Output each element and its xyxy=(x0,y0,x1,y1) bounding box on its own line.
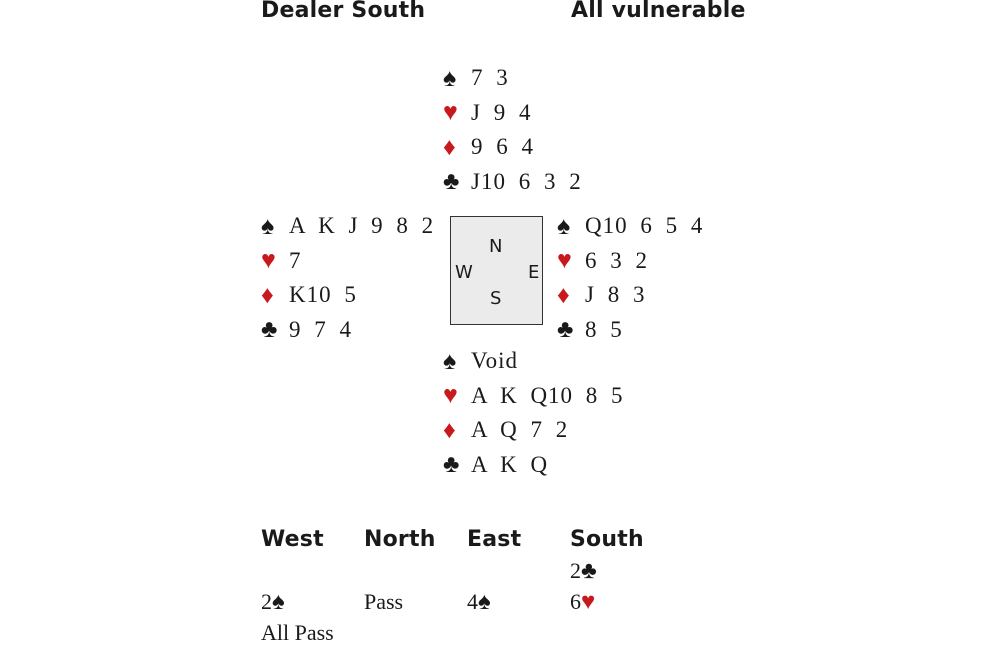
vulnerability-label: All vulnerable xyxy=(571,0,746,23)
spade-icon: ♠ xyxy=(261,212,275,240)
compass-west: W xyxy=(455,262,473,283)
auction-call: All Pass xyxy=(261,620,334,646)
call-text: Pass xyxy=(364,589,404,614)
east-clubs-row: ♣ 8 5 xyxy=(557,313,703,348)
call-text: 6 xyxy=(570,589,581,614)
dealer-label: Dealer South xyxy=(261,0,426,23)
south-hearts-row: ♥ A K Q10 8 5 xyxy=(443,379,624,414)
compass-east: E xyxy=(528,262,540,283)
east-clubs-cards: 8 5 xyxy=(585,316,623,342)
north-hearts-cards: J 9 4 xyxy=(471,99,532,125)
call-text: 2 xyxy=(261,589,272,614)
spade-icon: ♠ xyxy=(443,347,457,375)
north-hearts-row: ♥ J 9 4 xyxy=(443,96,582,131)
north-diamonds-cards: 9 6 4 xyxy=(471,134,534,160)
south-diamonds-row: ♦ A Q 7 2 xyxy=(443,413,624,448)
club-icon: ♣ xyxy=(581,558,597,584)
heart-icon: ♥ xyxy=(443,382,458,410)
south-clubs-row: ♣ A K Q xyxy=(443,448,624,483)
diamond-icon: ♦ xyxy=(557,281,570,309)
west-spades-row: ♠ A K J 9 8 2 xyxy=(261,209,434,244)
club-icon: ♣ xyxy=(557,316,574,344)
diamond-icon: ♦ xyxy=(443,133,456,161)
call-text: 4 xyxy=(467,589,478,614)
spade-icon: ♠ xyxy=(272,589,285,615)
south-clubs-cards: A K Q xyxy=(471,451,549,477)
heart-icon: ♥ xyxy=(557,247,572,275)
east-hearts-row: ♥ 6 3 2 xyxy=(557,244,703,279)
north-clubs-cards: J10 6 3 2 xyxy=(471,168,582,194)
club-icon: ♣ xyxy=(261,316,278,344)
heart-icon: ♥ xyxy=(261,247,276,275)
north-spades-row: ♠ 7 3 xyxy=(443,61,582,96)
compass-south: S xyxy=(490,288,502,309)
club-icon: ♣ xyxy=(443,451,460,479)
west-hearts-row: ♥7 xyxy=(261,244,434,279)
south-hand: ♠ Void ♥ A K Q10 8 5 ♦ A Q 7 2 ♣ A K Q xyxy=(443,344,624,482)
east-spades-row: ♠ Q10 6 5 4 xyxy=(557,209,703,244)
auction-header-east: East xyxy=(467,527,522,552)
compass-north: N xyxy=(489,236,503,257)
heart-icon: ♥ xyxy=(443,99,458,127)
west-clubs-cards: 9 7 4 xyxy=(289,316,352,342)
heart-icon: ♥ xyxy=(581,589,596,615)
auction-call: 6♥ xyxy=(570,589,595,616)
west-hearts-cards: 7 xyxy=(289,247,302,273)
west-hand: ♠A K J 9 8 2♥7♦K10 5♣9 7 4 xyxy=(261,209,434,347)
auction-header-north: North xyxy=(364,527,436,552)
north-clubs-row: ♣ J10 6 3 2 xyxy=(443,165,582,200)
auction-call: Pass xyxy=(364,589,403,615)
spade-icon: ♠ xyxy=(478,589,491,615)
east-hearts-cards: 6 3 2 xyxy=(585,247,648,273)
call-text: 2 xyxy=(570,558,581,583)
compass-box: N W E S xyxy=(450,216,543,325)
west-clubs-row: ♣ 9 7 4 xyxy=(261,313,434,348)
diamond-icon: ♦ xyxy=(443,416,456,444)
north-hand: ♠ 7 3 ♥ J 9 4 ♦ 9 6 4 ♣ J10 6 3 2 xyxy=(443,61,582,199)
east-diamonds-cards: J 8 3 xyxy=(585,282,646,308)
spade-icon: ♠ xyxy=(557,212,571,240)
diamond-icon: ♦ xyxy=(261,281,274,309)
south-spades-row: ♠ Void xyxy=(443,344,624,379)
auction-call: 2♠ xyxy=(261,589,285,616)
north-diamonds-row: ♦ 9 6 4 xyxy=(443,130,582,165)
auction-call: 2♣ xyxy=(570,558,597,585)
east-diamonds-row: ♦ J 8 3 xyxy=(557,278,703,313)
auction-header-west: West xyxy=(261,527,324,552)
west-diamonds-cards: K10 5 xyxy=(289,282,357,308)
spade-icon: ♠ xyxy=(443,64,457,92)
west-diamonds-row: ♦ K10 5 xyxy=(261,278,434,313)
north-spades-cards: 7 3 xyxy=(471,65,509,91)
auction-header-south: South xyxy=(570,527,644,552)
south-spades-cards: Void xyxy=(471,348,519,374)
south-hearts-cards: A K Q10 8 5 xyxy=(471,382,624,408)
east-spades-cards: Q10 6 5 4 xyxy=(585,213,704,239)
club-icon: ♣ xyxy=(443,168,460,196)
auction-call: 4♠ xyxy=(467,589,491,616)
south-diamonds-cards: A Q 7 2 xyxy=(471,417,569,443)
east-hand: ♠ Q10 6 5 4 ♥ 6 3 2 ♦ J 8 3 ♣ 8 5 xyxy=(557,209,703,347)
west-spades-cards: A K J 9 8 2 xyxy=(289,213,435,239)
call-text: All Pass xyxy=(261,620,334,645)
